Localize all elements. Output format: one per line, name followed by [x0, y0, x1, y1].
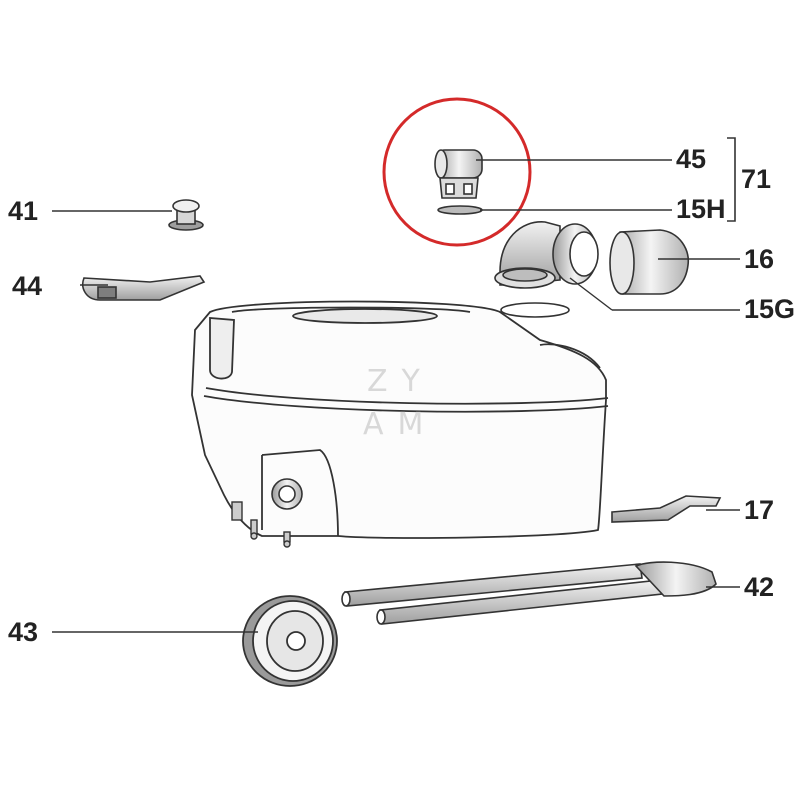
- tank-outlet-port: [271, 478, 303, 510]
- label-15h: 15H: [676, 194, 726, 224]
- tank-body: [191, 300, 609, 539]
- part-41-knob: [168, 199, 204, 231]
- label-45: 45: [676, 144, 707, 174]
- part-44-handle: [82, 275, 206, 301]
- part-15g-elbow: [494, 221, 599, 289]
- tank-feet: [231, 501, 291, 548]
- part-15g-ring: [500, 302, 570, 318]
- label-15g: 15G: [744, 294, 796, 324]
- highlight-circle: [382, 97, 532, 247]
- label-71: 71: [741, 164, 772, 194]
- watermark-bottom: AM: [363, 407, 438, 442]
- part-16-cap: [609, 229, 689, 295]
- bracket-71: [727, 137, 736, 222]
- part-42-rods: [341, 561, 717, 625]
- label-17: 17: [744, 495, 775, 525]
- leader-15g: [569, 277, 613, 311]
- part-43-wheel: [242, 595, 338, 687]
- part-15h-seal: [437, 205, 483, 215]
- watermark-top: ZY: [367, 364, 434, 399]
- part-17-clip: [611, 495, 722, 523]
- label-44: 44: [12, 271, 43, 301]
- label-43: 43: [8, 617, 39, 647]
- part-45-cap: [434, 149, 483, 199]
- label-41: 41: [8, 196, 39, 226]
- leader-lines: [52, 159, 740, 633]
- label-16: 16: [744, 244, 775, 274]
- label-42: 42: [744, 572, 775, 602]
